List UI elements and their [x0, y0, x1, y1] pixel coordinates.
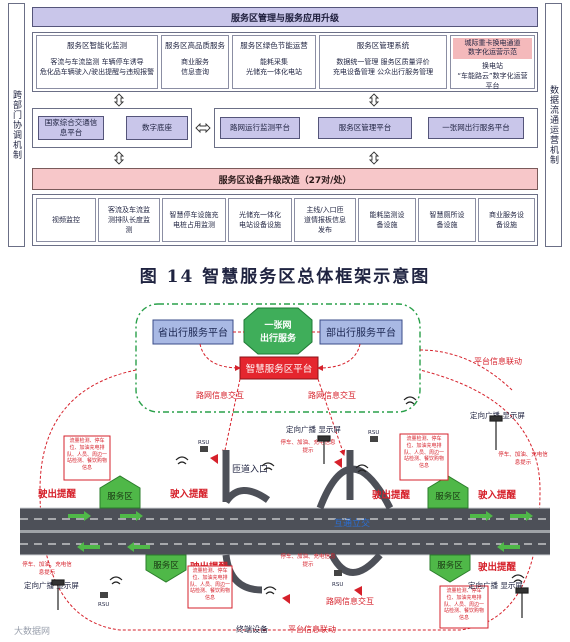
speaker-icon	[210, 454, 362, 604]
ministry-platform-label: 部出行服务平台	[326, 326, 396, 339]
digital-base: 数字底座	[126, 116, 188, 140]
info-panel-group	[63, 433, 489, 629]
module-line: 数据统一管理 服务区质量评价	[336, 57, 430, 66]
broadcast-label: 定向广播 显示屏	[470, 410, 525, 420]
ministry-platform-box	[319, 319, 403, 345]
module-title: 服务区管理系统	[356, 41, 410, 50]
rsu-label: RSU	[98, 602, 109, 608]
updown-arrow-icon	[113, 151, 125, 165]
interchange-label: 互通立交	[334, 517, 370, 529]
equip-solar-station: 光储充一体化电站设备设施	[228, 198, 292, 242]
equip-flow-monitor: 客流及车流监测排队长度监测	[98, 198, 160, 242]
ramp-entrance-label: 匝道入口	[232, 463, 268, 475]
module-line: 平台	[485, 82, 500, 91]
one-net-label-2: 出行服务	[260, 332, 297, 344]
updown-arrow-icon	[113, 93, 125, 107]
module-management-system: 服务区管理系统 数据统一管理 服务区质量评价 充电设备管理 公众出行服务管理	[319, 35, 447, 89]
equipment-upgrade-bar: 服务区设备升级改造（27对/处）	[32, 168, 538, 190]
service-area-label: 服务区	[153, 560, 179, 571]
module-line: 充电设备管理 公众出行服务管理	[332, 68, 434, 77]
exit-remind-label: 驶出提醒	[38, 488, 77, 500]
right-operation-label: 数据流通运营机制	[545, 3, 562, 247]
road-info-label-bottom: 路网信息交互	[326, 596, 374, 606]
equip-toilet: 智慧厕所设备设施	[418, 198, 476, 242]
stop-info-text: 停车、加油、充电信息提示	[22, 562, 72, 576]
module-line: 危化品车辆驶入/驶出提醒与违规报警	[39, 68, 155, 77]
watermark: 大数据网	[14, 625, 50, 637]
highway-diagram: 省出行服务平台 部出行服务平台 一张网 出行服务 智慧服务区平台 平台信息联动 …	[14, 303, 550, 637]
module-smart-monitor: 服务区智能化监测 客流与车流监测 车辆停车诱导 危化品车辆驶入/驶出提醒与违规报…	[36, 35, 158, 89]
road-monitor-platform: 路网运行监测平台	[220, 117, 300, 139]
module-line: 换电站	[482, 61, 503, 70]
stop-info-text: 停车、加油、充电信息提示	[498, 452, 548, 466]
platform-cloud	[135, 303, 421, 413]
module-title: 服务区绿色节能运营	[240, 41, 308, 50]
rsu-label: RSU	[368, 430, 379, 436]
exit-remind-label: 驶出提醒	[478, 561, 517, 573]
stop-info-text: 停车、加油、充电信息提示	[280, 554, 336, 568]
service-area-label: 服务区	[437, 560, 463, 571]
info-panel-text: 流量检测、停车位、加油充电排队、人员、周边一站检测、餐饮购物信息	[66, 438, 107, 471]
equip-energy: 能耗监测设备设施	[358, 198, 416, 242]
stop-info-text: 停车、加油、充电信息提示	[280, 440, 336, 454]
service-area-label: 服务区	[107, 491, 133, 502]
swap-title: 城际重卡换电通道	[464, 39, 521, 47]
one-net-badge	[243, 307, 313, 355]
module-title: 服务区智能化监测	[67, 41, 127, 50]
updown-arrow-icon	[368, 151, 380, 165]
service-area-nw	[99, 475, 141, 509]
info-panel-text: 流量检测、停车位、加油充电排队、人员、周边一站检测、餐饮购物信息	[190, 568, 231, 601]
terminal-label: 终端设备	[236, 624, 268, 634]
module-line: 客流与车流监测 车辆停车诱导	[50, 57, 144, 66]
info-panel-text: 流量检测、停车位、加油充电排队、人员、周边一站检测、餐饮购物信息	[443, 588, 484, 621]
platform-link-label-top: 平台信息联动	[474, 356, 522, 366]
module-line: 商业服务	[181, 57, 209, 66]
service-area-se	[429, 554, 471, 583]
smart-area-platform-label: 智慧服务区平台	[246, 363, 313, 375]
platform-link-label-bottom: 平台信息联动	[288, 624, 336, 634]
signal-wave-icon	[109, 396, 525, 595]
module-line: 光储充一体化电站	[246, 68, 302, 77]
swap-subtitle: 数字化运营示范	[468, 48, 517, 57]
rsu-label: RSU	[198, 440, 209, 446]
highway-top-lanes	[20, 508, 550, 530]
leftright-arrow-icon	[195, 122, 211, 134]
module-quality-service: 服务区高品质服务 商业服务 信息查询	[161, 35, 229, 89]
module-green-energy: 服务区绿色节能运营 能耗采集 光储充一体化电站	[232, 35, 316, 89]
rsu-icon	[100, 436, 378, 598]
provincial-platform-label: 省出行服务平台	[158, 326, 228, 339]
updown-arrow-icon	[368, 93, 380, 107]
road-info-label-right: 路网信息交互	[308, 390, 356, 400]
figure-caption: 图 14 智慧服务区总体框架示意图	[139, 267, 431, 287]
equip-commerce: 商业服务设备设施	[478, 198, 535, 242]
module-line: “车能路云”数字化运营	[457, 72, 528, 81]
module-line: 信息查询	[181, 68, 209, 77]
one-net-travel-platform: 一张网出行服务平台	[428, 117, 524, 139]
broadcast-label: 定向广播 显示屏	[286, 424, 341, 434]
entry-remind-label: 驶入提醒	[478, 489, 517, 501]
national-traffic-platform: 国家综合交通信息平台	[38, 116, 104, 140]
road-info-label-left: 路网信息交互	[196, 390, 244, 400]
left-coordination-label: 跨部门协调机制	[8, 3, 25, 247]
equip-info-board: 主线/入口匝道情报板信息发布	[294, 198, 356, 242]
one-net-label: 一张网	[264, 319, 291, 331]
rsu-label: RSU	[332, 582, 343, 588]
module-heavy-truck-swap: 城际重卡换电通道 数字化运营示范 换电站 “车能路云”数字化运营 平台	[450, 35, 535, 91]
service-area-sw	[145, 554, 187, 583]
service-area-label: 服务区	[435, 491, 461, 502]
highway-median	[20, 530, 550, 533]
area-management-platform: 服务区管理平台	[318, 117, 412, 139]
module-line: 能耗采集	[260, 57, 288, 66]
equip-parking: 智慧停车设施充电桩占用监测	[162, 198, 226, 242]
entry-remind-label: 驶入提醒	[170, 488, 209, 500]
broadcast-label: 定向广播 显示屏	[468, 580, 523, 590]
framework-connectors	[106, 93, 380, 165]
highway-bottom-lanes	[20, 533, 550, 555]
info-panel-text: 流量检测、停车位、加油充电排队、人员、周边一站检测、餐饮购物信息	[403, 436, 444, 469]
exit-remind-label: 驶出提醒	[372, 489, 411, 501]
camera-pole-icon	[51, 415, 529, 618]
module-title: 服务区高品质服务	[165, 41, 225, 50]
top-app-upgrade-bar: 服务区管理与服务应用升级	[32, 7, 538, 27]
equip-video: 视频监控	[36, 198, 96, 242]
